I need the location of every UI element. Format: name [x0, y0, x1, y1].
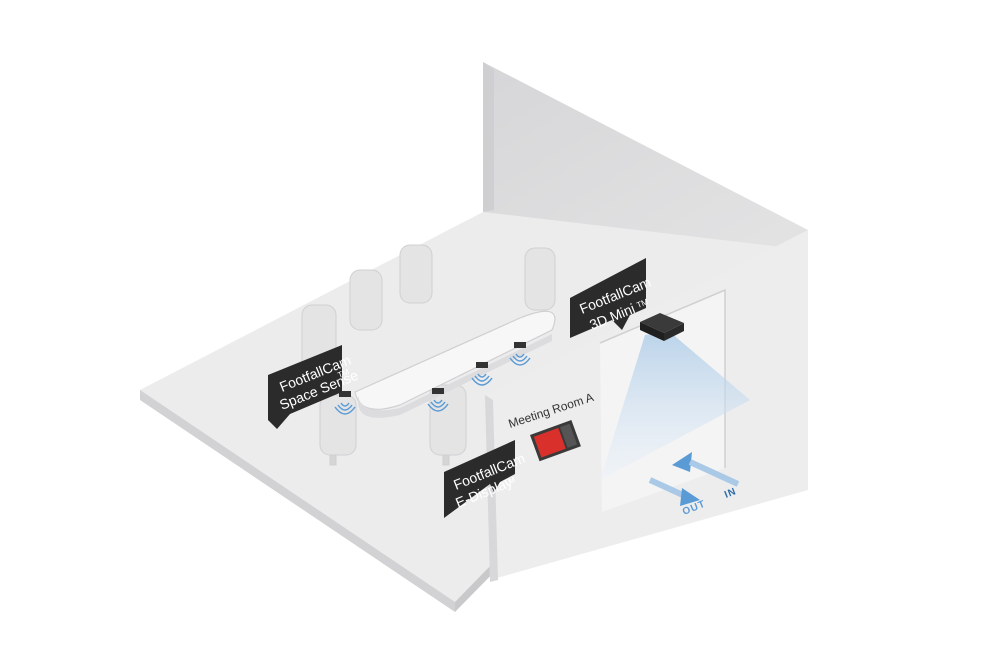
space-sense-sensors — [334, 342, 531, 415]
counter-camera-icon — [640, 313, 684, 341]
sensor-icon — [334, 391, 356, 415]
arrow-out-icon — [648, 477, 700, 506]
back-wall — [483, 62, 808, 250]
camera-beam — [600, 332, 750, 480]
chair-base — [329, 454, 337, 466]
space-sense-tm: TM — [336, 367, 350, 380]
sensor-icon — [509, 342, 531, 366]
arrow-in-icon — [672, 452, 740, 487]
in-label: IN — [723, 486, 738, 501]
sensor-icon — [471, 362, 493, 386]
meeting-table — [354, 310, 556, 418]
e-display-tm: TM — [502, 475, 516, 488]
chair-base — [442, 454, 450, 466]
label-3d-mini: FootfallCam 3D Mini TM — [570, 258, 653, 338]
sensor-icon — [427, 388, 449, 412]
mini-tm: TM — [635, 297, 649, 310]
chair — [399, 244, 433, 304]
display-panel-icon — [530, 419, 581, 462]
door-direction: OUT IN — [648, 452, 740, 518]
counter-camera — [600, 313, 750, 480]
chair — [349, 269, 383, 331]
chair — [319, 394, 357, 456]
chair — [524, 247, 556, 311]
